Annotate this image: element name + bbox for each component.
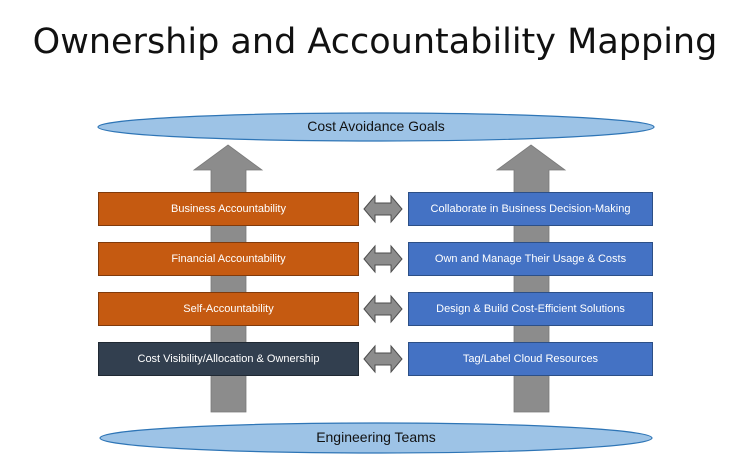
double-arrow-3 bbox=[363, 294, 403, 324]
double-arrow-1 bbox=[363, 194, 403, 224]
left-box-3: Self-Accountability bbox=[98, 292, 359, 326]
page-title: Ownership and Accountability Mapping bbox=[32, 22, 718, 62]
right-box-4: Tag/Label Cloud Resources bbox=[408, 342, 653, 376]
double-arrow-2 bbox=[363, 244, 403, 274]
right-box-1: Collaborate in Business Decision-Making bbox=[408, 192, 653, 226]
double-arrow-4 bbox=[363, 344, 403, 374]
left-box-4: Cost Visibility/Allocation & Ownership bbox=[98, 342, 359, 376]
left-box-1: Business Accountability bbox=[98, 192, 359, 226]
base-ellipse bbox=[99, 422, 653, 454]
goals-ellipse bbox=[97, 112, 655, 142]
left-box-2: Financial Accountability bbox=[98, 242, 359, 276]
goals-label: Cost Avoidance Goals bbox=[307, 118, 445, 134]
right-box-2: Own and Manage Their Usage & Costs bbox=[408, 242, 653, 276]
right-box-3: Design & Build Cost-Efficient Solutions bbox=[408, 292, 653, 326]
base-label: Engineering Teams bbox=[316, 429, 436, 445]
